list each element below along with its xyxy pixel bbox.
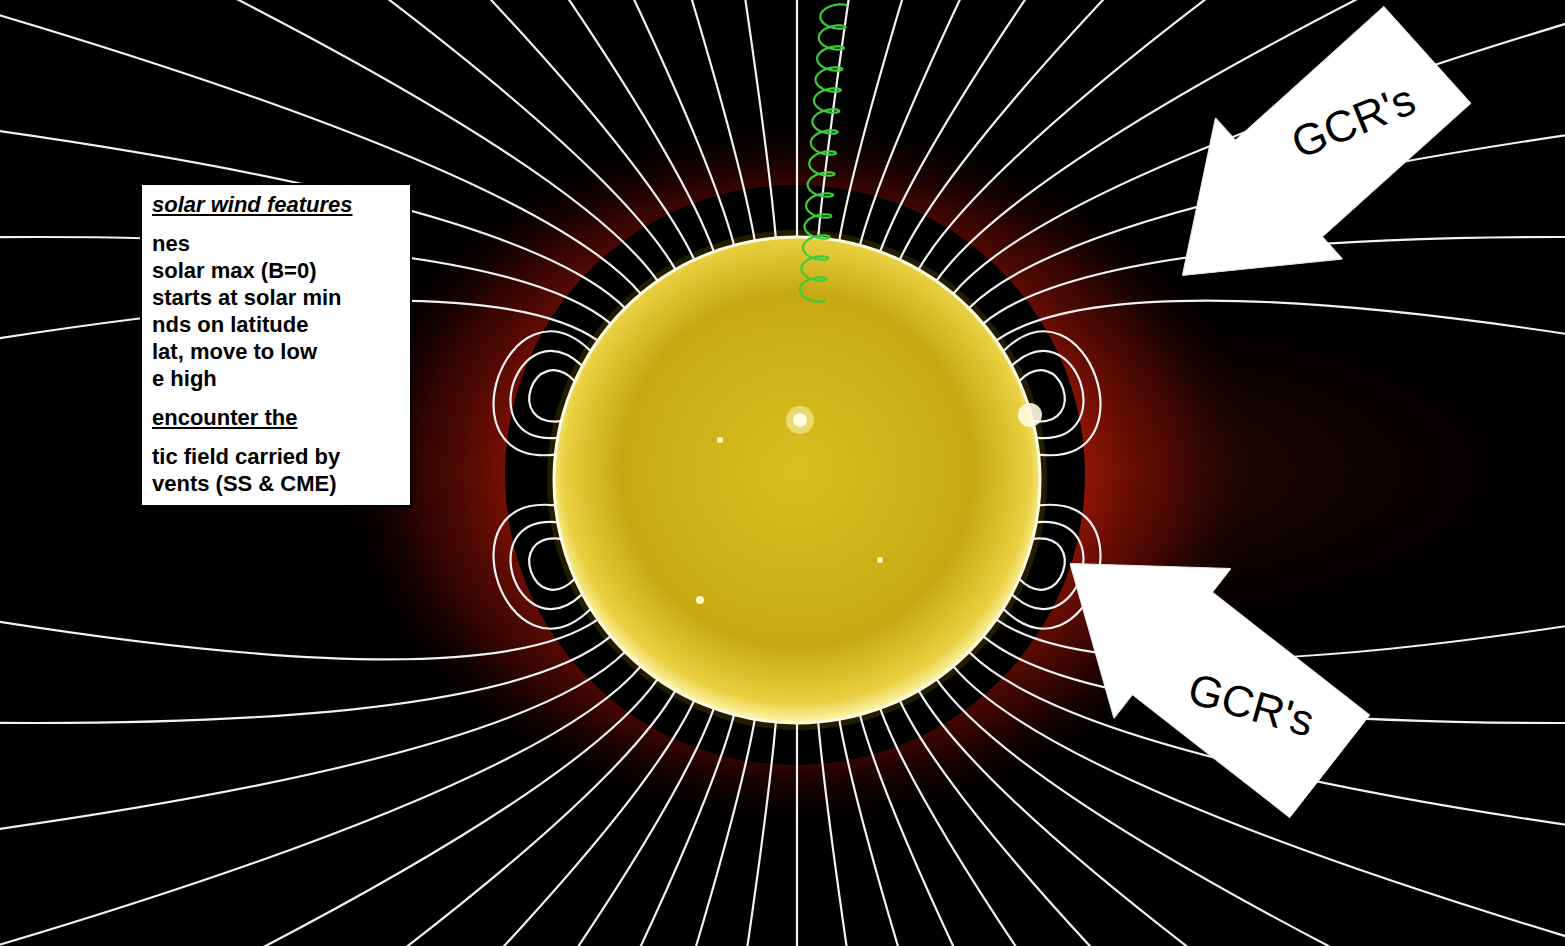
field-line (0, 652, 625, 870)
box-line: nes (152, 230, 400, 257)
field-line (818, 722, 962, 946)
closed-loop (494, 331, 591, 455)
field-line (34, 700, 694, 946)
closed-loop (1003, 331, 1100, 455)
field-line (796, 723, 798, 946)
field-line (839, 719, 1123, 946)
arrow-outline (1011, 489, 1388, 842)
box-line: solar max (B=0) (152, 257, 400, 284)
box-line: tic field carried by (152, 443, 400, 470)
closed-loop (511, 351, 583, 438)
field-line (632, 0, 776, 238)
box-line: nds on latitude (152, 311, 400, 338)
box-line: lat, move to low (152, 338, 400, 365)
box-line: vents (SS & CME) (152, 470, 400, 497)
closed-loop (1019, 370, 1065, 421)
box-line: starts at solar min (152, 284, 400, 311)
field-line (0, 679, 658, 946)
arrow-outline (1119, 0, 1491, 346)
sun-disk (554, 237, 1040, 723)
field-line (632, 722, 776, 946)
closed-loop (1012, 351, 1084, 438)
limb-brightening (1018, 403, 1042, 427)
corona (330, 112, 1270, 832)
helix-group (800, 4, 847, 301)
closed-loop (529, 538, 575, 589)
field-line (818, 0, 962, 238)
field-line (0, 90, 625, 308)
field-line (169, 708, 714, 946)
closed-loop (1019, 538, 1065, 589)
field-line (0, 666, 641, 946)
field-line (796, 0, 798, 237)
bright-spot-glow (786, 406, 814, 434)
bright-spot (696, 596, 704, 604)
closed-loop (529, 370, 575, 421)
box-line: encounter the (152, 404, 400, 431)
helix-path (800, 4, 847, 301)
field-line (996, 301, 1565, 414)
closed-loop (494, 505, 591, 629)
closed-loop (511, 522, 583, 609)
box-line: e high (152, 365, 400, 392)
field-line (471, 719, 755, 946)
bright-spot (877, 557, 883, 563)
bright-spot (717, 437, 723, 443)
box-heading: solar wind features (152, 191, 400, 218)
text-box: solar wind features nessolar max (B=0)sta… (140, 183, 412, 507)
